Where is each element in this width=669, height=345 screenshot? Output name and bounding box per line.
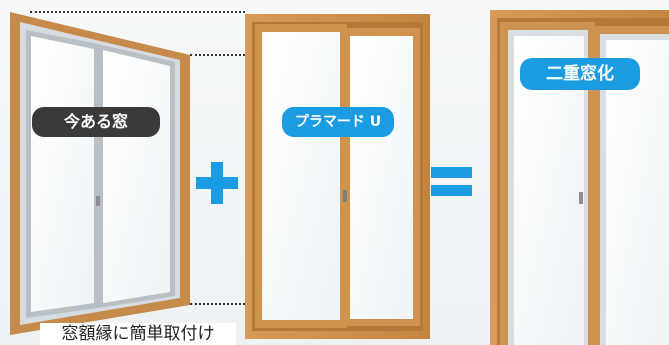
- inner-window-right-glass: [350, 36, 413, 319]
- guide-line-lower: [190, 303, 245, 305]
- existing-window-right-glass: [103, 50, 170, 303]
- double-window-right-glass: [606, 40, 669, 345]
- inner-window-label: プラマード U: [282, 107, 394, 137]
- installation-caption: 窓額縁に簡単取付け: [40, 323, 236, 345]
- double-window-latch-icon: [579, 192, 583, 204]
- existing-window-label: 今ある窓: [32, 107, 160, 137]
- plus-icon: [196, 162, 238, 204]
- double-window-label: 二重窓化: [520, 58, 640, 90]
- inner-window: [245, 14, 430, 339]
- inner-window-left-glass: [262, 32, 340, 320]
- existing-window-latch-icon: [96, 196, 100, 206]
- existing-window: [10, 12, 190, 335]
- existing-window-left-glass: [31, 36, 94, 312]
- equals-icon: [431, 167, 472, 196]
- guide-line-upper: [190, 54, 245, 56]
- inner-window-latch-icon: [343, 190, 347, 202]
- guide-line-top: [30, 11, 245, 13]
